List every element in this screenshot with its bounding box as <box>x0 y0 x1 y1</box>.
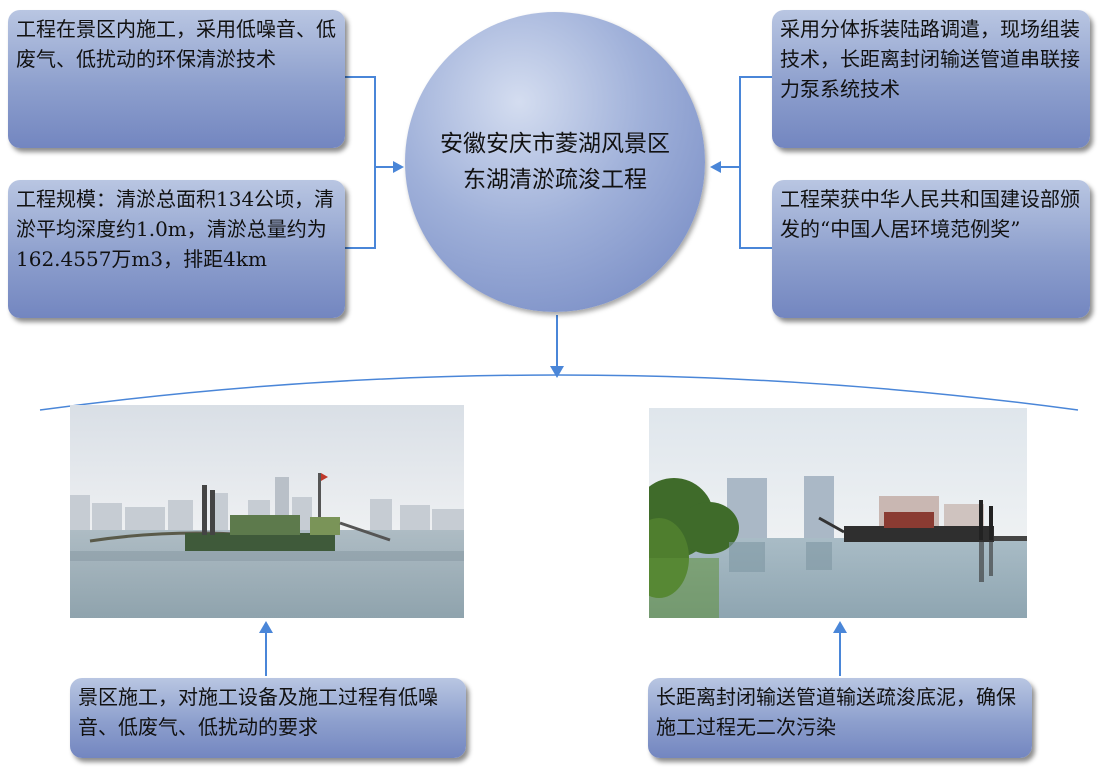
right-bracket <box>739 76 772 249</box>
left-bracket <box>345 76 376 249</box>
left-box-bottom-text: 工程规模：清淤总面积134公顷，清淤平均深度约1.0m，清淤总量约为162.45… <box>16 187 335 271</box>
dredging-photo-left <box>70 405 464 618</box>
up-arrow-right-head <box>833 621 847 633</box>
center-circle: 安徽安庆市菱湖风景区 东湖清淤疏浚工程 <box>405 12 705 312</box>
left-box-bottom: 工程规模：清淤总面积134公顷，清淤平均深度约1.0m，清淤总量约为162.45… <box>8 180 345 318</box>
left-arrow-head <box>393 161 404 173</box>
down-arrow-head <box>550 366 564 378</box>
bottom-box-right-text: 长距离封闭输送管道输送疏浚底泥，确保施工过程无二次污染 <box>656 685 1016 739</box>
bottom-box-left: 景区施工，对施工设备及施工过程有低噪音、低废气、低扰动的要求 <box>70 678 466 758</box>
right-arrow-head <box>710 161 721 173</box>
bottom-arc <box>39 374 1079 411</box>
center-title-line1: 安徽安庆市菱湖风景区 <box>440 131 670 157</box>
right-box-bottom: 工程荣获中华人民共和国建设部颁发的“中国人居环境范例奖” <box>772 180 1090 318</box>
right-box-top: 采用分体拆装陆路调遣，现场组装技术，长距离封闭输送管道串联接力泵系统技术 <box>772 10 1090 148</box>
bottom-box-left-text: 景区施工，对施工设备及施工过程有低噪音、低废气、低扰动的要求 <box>78 685 438 739</box>
left-box-top-text: 工程在景区内施工，采用低噪音、低废气、低扰动的环保清淤技术 <box>16 17 336 71</box>
left-box-top: 工程在景区内施工，采用低噪音、低废气、低扰动的环保清淤技术 <box>8 10 345 148</box>
dredging-photo-right <box>649 408 1027 618</box>
bottom-box-right: 长距离封闭输送管道输送疏浚底泥，确保施工过程无二次污染 <box>648 678 1032 758</box>
center-title-line2: 东湖清淤疏浚工程 <box>463 167 647 193</box>
up-arrow-left-head <box>259 621 273 633</box>
right-box-top-text: 采用分体拆装陆路调遣，现场组装技术，长距离封闭输送管道串联接力泵系统技术 <box>780 17 1080 101</box>
right-box-bottom-text: 工程荣获中华人民共和国建设部颁发的“中国人居环境范例奖” <box>780 187 1080 241</box>
